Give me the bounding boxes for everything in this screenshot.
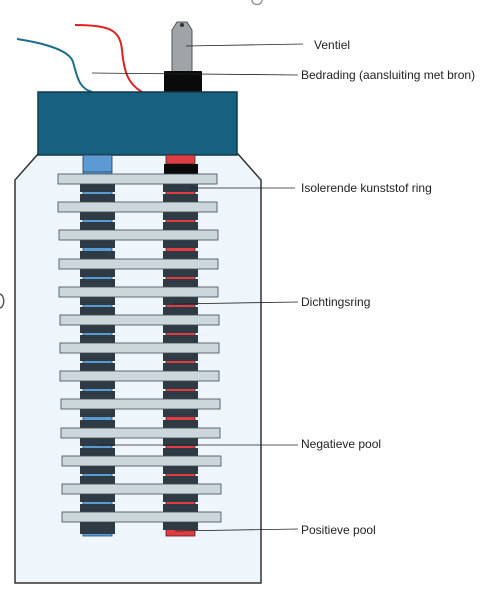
electrode-plate bbox=[61, 511, 222, 523]
spacer-ring bbox=[80, 466, 115, 474]
electrode-plate bbox=[58, 286, 219, 298]
cropped-glyph-left bbox=[0, 293, 5, 309]
spacer-group bbox=[80, 184, 198, 534]
positive-pole-label: Positieve pool bbox=[301, 523, 376, 537]
spacer-ring bbox=[163, 279, 198, 287]
spacer-ring bbox=[163, 391, 198, 399]
spacer-ring bbox=[163, 222, 198, 230]
spacer-ring bbox=[163, 212, 198, 220]
electrode-plate bbox=[57, 201, 218, 213]
electrode-plate bbox=[57, 173, 218, 185]
electrode-plate bbox=[60, 427, 221, 439]
spacer-ring bbox=[163, 184, 198, 192]
spacer-ring bbox=[80, 335, 115, 343]
electrode-plate bbox=[59, 370, 220, 382]
spacer-ring bbox=[163, 297, 198, 305]
sealing-ring-leader bbox=[172, 301, 299, 305]
electrode-plate bbox=[59, 342, 220, 354]
valve bbox=[171, 21, 193, 73]
spacer-ring bbox=[80, 494, 115, 502]
spacer-ring bbox=[80, 222, 115, 230]
spacer-ring bbox=[80, 438, 115, 446]
spacer-ring bbox=[163, 363, 198, 371]
spacer-ring bbox=[80, 279, 115, 287]
valve-leader bbox=[185, 43, 304, 47]
spacer-ring bbox=[163, 325, 198, 333]
spacer-ring bbox=[163, 335, 198, 343]
spacer-ring bbox=[80, 297, 115, 305]
electrode-plate bbox=[61, 483, 222, 495]
electrode-plate bbox=[60, 398, 221, 410]
spacer-ring bbox=[80, 363, 115, 371]
bottom-spacer bbox=[80, 524, 115, 534]
spacer-ring bbox=[80, 381, 115, 389]
spacer-ring bbox=[163, 504, 198, 512]
insulating-ring-label: Isolerende kunststof ring bbox=[301, 181, 432, 195]
spacer-ring bbox=[163, 438, 198, 446]
spacer-ring bbox=[163, 409, 198, 417]
positive-terminal-cap bbox=[164, 164, 198, 174]
cropped-glyph-top bbox=[251, 0, 263, 6]
spacer-ring bbox=[80, 240, 115, 248]
spacer-ring bbox=[80, 391, 115, 399]
electrode-plate bbox=[58, 258, 219, 270]
spacer-ring bbox=[163, 476, 198, 484]
spacer-ring bbox=[163, 494, 198, 502]
wiring-label: Bedrading (aansluiting met bron) bbox=[301, 68, 476, 82]
spacer-ring bbox=[80, 353, 115, 361]
positive-pole-leader bbox=[174, 528, 299, 532]
wire-positive bbox=[74, 24, 143, 93]
spacer-ring bbox=[80, 420, 115, 428]
electrode-plate bbox=[58, 229, 219, 241]
spacer-ring bbox=[163, 251, 198, 259]
spacer-ring bbox=[163, 194, 198, 202]
spacer-ring bbox=[80, 212, 115, 220]
valve-label: Ventiel bbox=[314, 38, 351, 52]
spacer-ring bbox=[80, 409, 115, 417]
spacer-ring bbox=[80, 269, 115, 277]
wire-negative bbox=[16, 38, 93, 93]
spacer-ring bbox=[80, 325, 115, 333]
electrode-plate bbox=[59, 314, 220, 326]
spacer-ring bbox=[163, 353, 198, 361]
spacer-ring bbox=[80, 307, 115, 315]
spacer-ring bbox=[163, 381, 198, 389]
plate-stack bbox=[57, 173, 222, 523]
spacer-ring bbox=[80, 476, 115, 484]
valve-base bbox=[164, 71, 202, 93]
spacer-ring bbox=[163, 240, 198, 248]
spacer-ring bbox=[163, 307, 198, 315]
spacer-ring bbox=[163, 448, 198, 456]
spacer-ring bbox=[80, 448, 115, 456]
spacer-ring bbox=[80, 251, 115, 259]
negative-terminal bbox=[82, 154, 113, 173]
sealing-ring-label: Dichtingsring bbox=[301, 295, 371, 309]
spacer-ring bbox=[163, 269, 198, 277]
spacer-ring bbox=[80, 194, 115, 202]
wiring-leader bbox=[91, 72, 299, 76]
positive-terminal bbox=[165, 154, 196, 165]
spacer-ring bbox=[163, 466, 198, 474]
lid bbox=[37, 91, 238, 156]
spacer-ring bbox=[80, 504, 115, 512]
spacer-ring bbox=[80, 184, 115, 192]
spacer-ring bbox=[163, 522, 198, 530]
negative-pole-label: Negatieve pool bbox=[301, 437, 382, 451]
spacer-ring bbox=[163, 420, 198, 428]
electrode-plate bbox=[61, 455, 222, 467]
